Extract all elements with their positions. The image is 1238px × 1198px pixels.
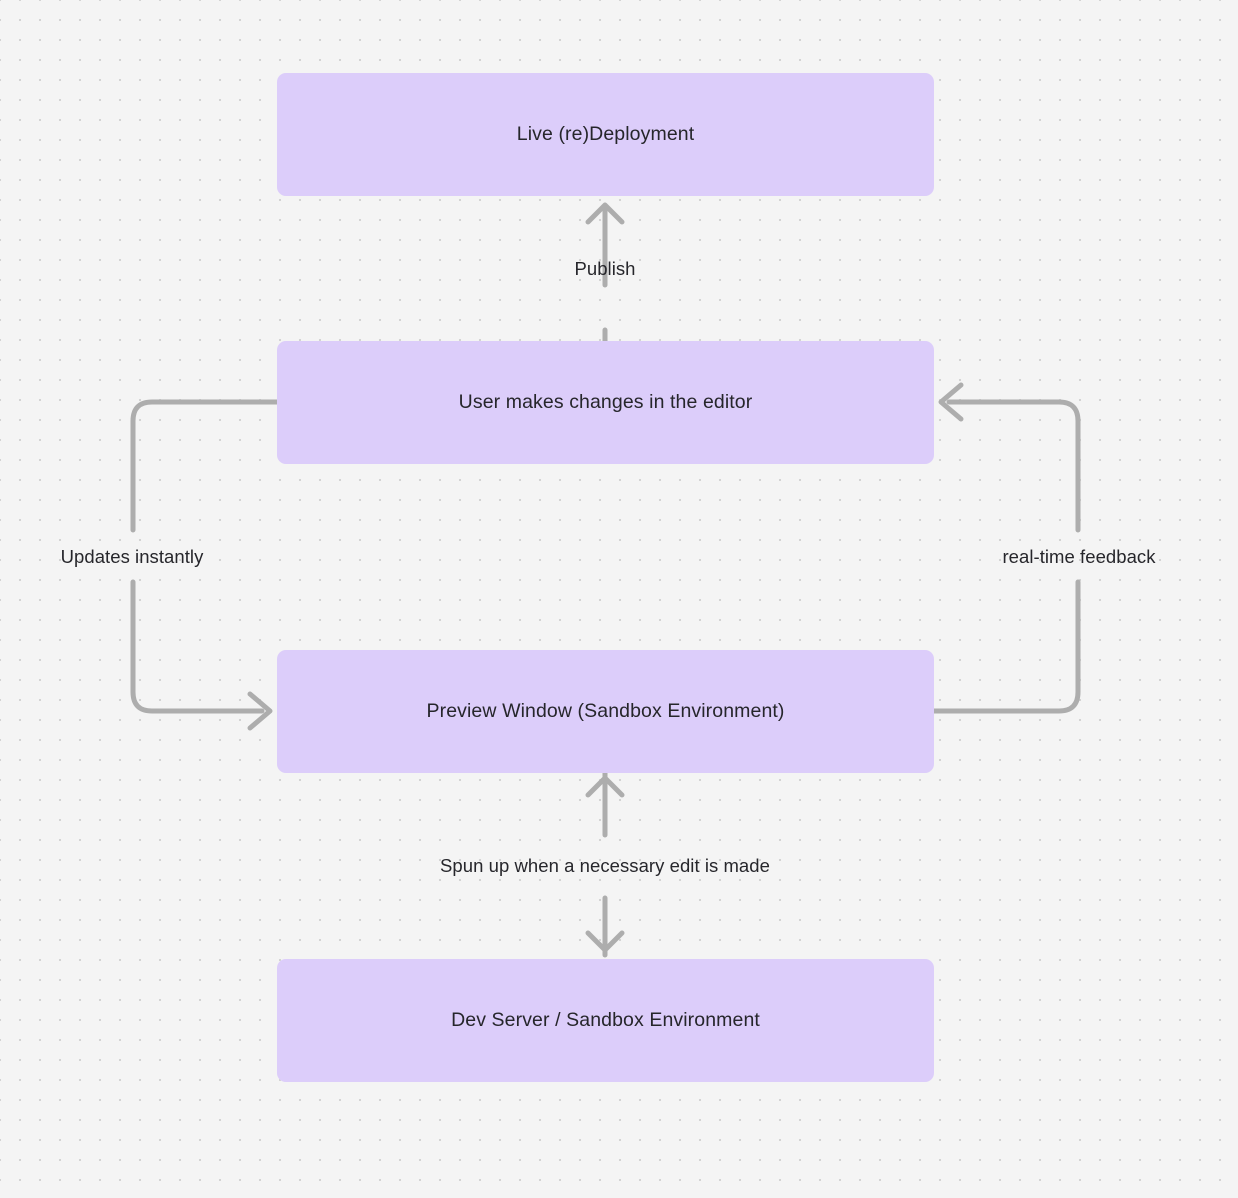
node-preview-window[interactable]: Preview Window (Sandbox Environment)	[277, 650, 934, 773]
node-dev-server[interactable]: Dev Server / Sandbox Environment	[277, 959, 934, 1082]
node-label: Live (re)Deployment	[516, 123, 695, 145]
node-live-redeployment[interactable]: Live (re)Deployment	[277, 73, 934, 196]
node-label: Dev Server / Sandbox Environment	[451, 1009, 760, 1031]
node-user-makes-changes[interactable]: User makes changes in the editor	[277, 341, 934, 464]
node-label: User makes changes in the editor	[458, 391, 753, 413]
edge-label-spun-up: Spun up when a necessary edit is made	[440, 854, 770, 876]
edge-label-publish: Publish	[574, 257, 636, 279]
edge-label-updates-instantly: Updates instantly	[60, 545, 204, 567]
edge-label-real-time-feedback: real-time feedback	[1002, 545, 1156, 567]
node-label: Preview Window (Sandbox Environment)	[426, 700, 785, 722]
